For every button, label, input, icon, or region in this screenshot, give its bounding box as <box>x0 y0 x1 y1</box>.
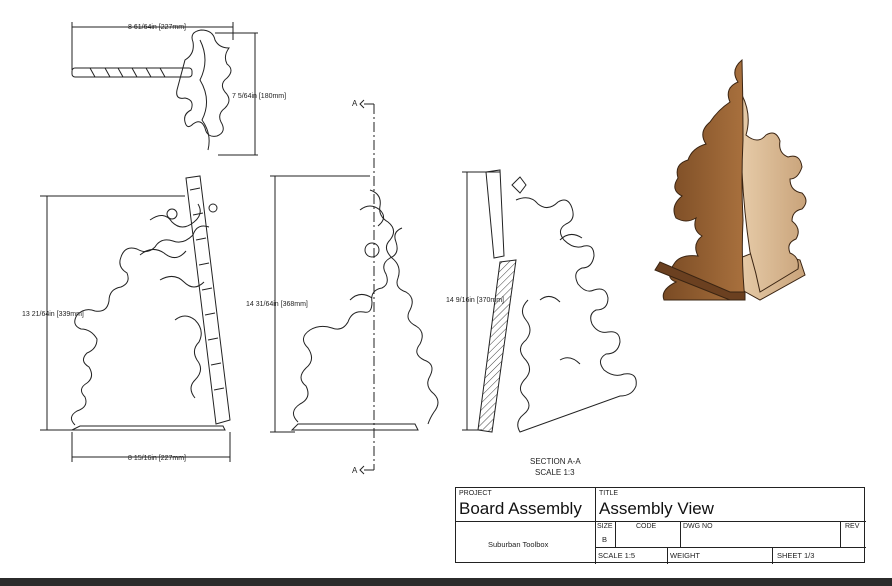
section-height-dim: 14 9/16in [370mm] <box>446 297 504 304</box>
section-marker-top: A <box>352 99 358 108</box>
rev-label: REV <box>845 523 860 530</box>
code-label: CODE <box>636 523 657 530</box>
project-label: PROJECT <box>459 490 492 497</box>
drawing-title: Assembly View <box>599 499 714 518</box>
title-cell: TITLE Assembly View <box>596 488 866 522</box>
title-block: PROJECT Board Assembly TITLE Assembly Vi… <box>455 487 866 564</box>
size-value: B <box>602 535 608 544</box>
bottom-bar <box>0 578 892 586</box>
scale-cell: SCALE 1:5 <box>596 548 668 564</box>
project-cell: PROJECT Board Assembly <box>456 488 596 522</box>
left-width-dim: 8 15/16in [227mm] <box>128 455 186 462</box>
section-line <box>359 99 375 475</box>
isometric-render <box>654 58 807 301</box>
dwg-cell: DWG NO <box>681 522 841 548</box>
top-view <box>71 22 258 156</box>
section-view <box>462 169 637 433</box>
size-label: SIZE <box>597 523 613 530</box>
section-marker-bottom: A <box>352 466 358 475</box>
dwg-label: DWG NO <box>683 523 713 530</box>
scale-value: SCALE 1:5 <box>598 551 636 560</box>
section-scale: SCALE 1:3 <box>535 468 575 477</box>
left-height-dim: 13 21/64in [339mm] <box>22 311 84 318</box>
sheet-cell: SHEET 1/3 <box>773 548 866 564</box>
section-caption: SECTION A-A <box>530 457 581 466</box>
code-cell: CODE <box>616 522 681 548</box>
left-view <box>40 175 231 462</box>
middle-view <box>270 175 439 433</box>
top-width-dim: 8 61/64in [227mm] <box>128 24 186 31</box>
mid-height-dim: 14 31/64in [368mm] <box>246 301 308 308</box>
sheet-value: SHEET 1/3 <box>777 551 815 560</box>
company-name: Suburban Toolbox <box>488 540 549 549</box>
weight-cell: WEIGHT <box>668 548 773 564</box>
size-cell: SIZE B <box>596 522 616 548</box>
weight-label: WEIGHT <box>670 551 700 560</box>
company-cell: Suburban Toolbox <box>456 522 596 564</box>
top-height-dim: 7 5/64in [180mm] <box>232 93 286 100</box>
project-name: Board Assembly <box>459 499 582 518</box>
rev-cell: REV <box>841 522 866 548</box>
title-label: TITLE <box>599 490 619 497</box>
